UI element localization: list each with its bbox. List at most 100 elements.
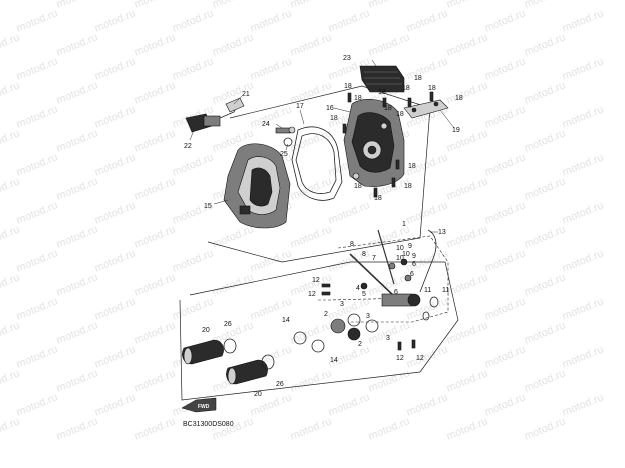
lower-dashed-region — [337, 235, 449, 323]
watermark-text: motod.ru — [93, 7, 138, 34]
callout-21: 21 — [242, 91, 250, 98]
watermark-text: motod.ru — [445, 319, 490, 346]
watermark-text: motod.ru — [289, 31, 334, 58]
watermark-text: motod.ru — [561, 247, 606, 274]
upper-frame — [207, 85, 431, 263]
watermark-text: motod.ru — [483, 343, 528, 370]
callout-10-c: 10 — [402, 251, 410, 258]
part-20-intake-joints — [182, 338, 275, 385]
watermark-text: motod.ru — [93, 199, 138, 226]
watermark-text: motod.ru — [483, 391, 528, 418]
watermark-text: motod.ru — [171, 295, 216, 322]
callout-17: 17 — [296, 103, 304, 110]
part-15-case-half — [223, 143, 291, 229]
watermark-text: motod.ru — [327, 391, 372, 418]
watermark-text: motod.ru — [133, 367, 178, 394]
watermark-text: motod.ru — [133, 175, 178, 202]
watermark-text: motod.ru — [211, 31, 256, 58]
watermark-text: motod.ru — [133, 31, 178, 58]
fwd-label: FWD — [198, 404, 210, 410]
watermark-text: motod.ru — [483, 199, 528, 226]
watermark-text: motod.ru — [327, 199, 372, 226]
watermark-text: motod.ru — [15, 295, 60, 322]
watermark-text: motod.ru — [289, 0, 334, 11]
watermark-text: motod.ru — [15, 7, 60, 34]
callout-2-a: 2 — [324, 311, 328, 318]
watermark-text: motod.ru — [55, 367, 100, 394]
watermark-text: motod.ru — [405, 7, 450, 34]
watermark-text: motod.ru — [15, 199, 60, 226]
callout-6-c: 6 — [394, 289, 398, 296]
watermark-text: motod.ru — [55, 223, 100, 250]
watermark-text: motod.ru — [133, 79, 178, 106]
callout-18-a: 18 — [344, 83, 352, 90]
callout-14-a: 14 — [282, 317, 290, 324]
callout-18-d: 18 — [402, 85, 410, 92]
upper-frame-outline — [207, 85, 431, 263]
watermark-text: motod.ru — [405, 343, 450, 370]
watermark-text: motod.ru — [55, 319, 100, 346]
watermark-text: motod.ru — [367, 0, 412, 11]
callout-20-b: 20 — [254, 391, 262, 398]
watermark-text: motod.ru — [523, 319, 568, 346]
watermark-text: motod.ru — [561, 151, 606, 178]
callout-18-b: 18 — [378, 89, 386, 96]
callout-18-n: 18 — [374, 195, 382, 202]
watermark-text: motod.ru — [211, 223, 256, 250]
leader-lines — [189, 59, 455, 233]
watermark-text: motod.ru — [55, 0, 100, 11]
watermark-text: motod.ru — [55, 79, 100, 106]
watermark-text: motod.ru — [249, 55, 294, 82]
watermark-text: motod.ru — [93, 55, 138, 82]
watermark-text: motod.ru — [15, 391, 60, 418]
watermark-text: motod.ru — [0, 175, 21, 202]
watermark-text: motod.ru — [445, 415, 490, 442]
watermark-text: motod.ru — [445, 79, 490, 106]
watermark-text: motod.ru — [0, 415, 21, 442]
watermark-text: motod.ru — [561, 103, 606, 130]
watermark-text: motod.ru — [483, 103, 528, 130]
part-19-bracket — [403, 99, 449, 119]
callout-24: 24 — [262, 121, 270, 128]
watermark-text: motod.ru — [93, 391, 138, 418]
watermark-text: motod.ru — [367, 31, 412, 58]
watermark-text: motod.ru — [483, 247, 528, 274]
callout-3-a: 3 — [340, 301, 344, 308]
watermark-text: motod.ru — [0, 223, 21, 250]
watermark-text: motod.ru — [0, 271, 21, 298]
watermark-text: motod.ru — [483, 151, 528, 178]
lower-seals — [293, 296, 439, 353]
watermark-text: motod.ru — [445, 31, 490, 58]
watermark-text: motod.ru — [289, 415, 334, 442]
callout-12-d: 12 — [416, 355, 424, 362]
watermark-text: motod.ru — [445, 223, 490, 250]
watermark-text: motod.ru — [289, 223, 334, 250]
callout-18-h: 18 — [384, 105, 392, 112]
part-16-case-half — [343, 99, 405, 187]
watermark-text: motod.ru — [171, 247, 216, 274]
watermark-text: motod.ru — [0, 319, 21, 346]
watermark-text: motod.ru — [561, 343, 606, 370]
watermark-text: motod.ru — [0, 367, 21, 394]
watermark-text: motod.ru — [55, 271, 100, 298]
callout-7: 7 — [372, 255, 376, 262]
watermark-text: motod.ru — [445, 271, 490, 298]
callout-18-c: 18 — [414, 75, 422, 82]
callout-18-f: 18 — [455, 95, 463, 102]
callout-6-b: 6 — [410, 271, 414, 278]
watermark-text: motod.ru — [561, 55, 606, 82]
watermark-text: motod.ru — [367, 319, 412, 346]
callout-3-b: 3 — [366, 313, 370, 320]
callout-9-b: 9 — [412, 253, 416, 260]
callout-18-j: 18 — [330, 115, 338, 122]
watermark-text: motod.ru — [367, 367, 412, 394]
lower-frame-outline — [179, 261, 459, 401]
callout-12-c: 12 — [396, 355, 404, 362]
callout-1: 1 — [402, 221, 406, 228]
watermark-text: motod.ru — [55, 415, 100, 442]
part-24-bolt — [275, 126, 296, 147]
callout-13: 13 — [438, 229, 446, 236]
watermark-text: motod.ru — [523, 79, 568, 106]
